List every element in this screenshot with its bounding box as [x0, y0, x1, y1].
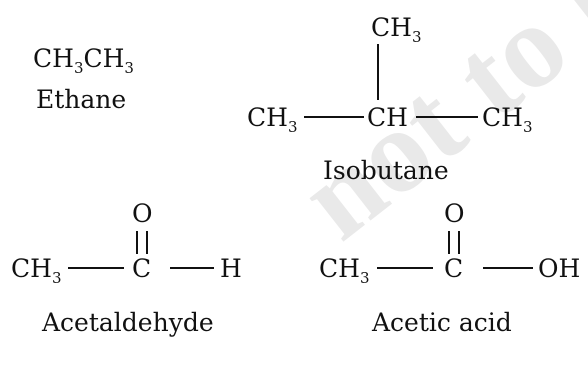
acetic-acid-methyl: CH3 [319, 254, 369, 287]
ethane-label: Ethane [36, 85, 126, 114]
acetic-acid-oxygen: O [444, 199, 465, 228]
watermark: not to be [275, 0, 588, 264]
isobutane-center-ch: CH [367, 103, 408, 132]
isobutane-structure: CH3 CH3 CH CH3 Isobutane [247, 13, 532, 185]
acetic-acid-label: Acetic acid [371, 308, 512, 337]
acetaldehyde-oxygen: O [132, 199, 153, 228]
acetaldehyde-hydrogen: H [220, 254, 242, 283]
acetaldehyde-methyl: CH3 [11, 254, 61, 287]
isobutane-right-methyl: CH3 [482, 103, 532, 136]
acetaldehyde-carbon: C [132, 254, 151, 283]
acetaldehyde-structure: O CH3 C H Acetaldehyde [11, 199, 242, 337]
ethane-ch-b: CH [83, 44, 124, 73]
isobutane-label: Isobutane [323, 156, 449, 185]
acetic-acid-carbon: C [444, 254, 463, 283]
ethane-sub-b: 3 [124, 59, 134, 77]
ethane-sub-a: 3 [74, 59, 84, 77]
ethane-structure: CH3CH3 Ethane [33, 44, 134, 114]
isobutane-left-methyl: CH3 [247, 103, 297, 136]
isobutane-top-methyl: CH3 [371, 13, 421, 46]
ethane-ch-a: CH [33, 44, 74, 73]
watermark-text: not to be [275, 0, 588, 264]
ethane-formula: CH3CH3 [33, 44, 134, 77]
acetic-acid-hydroxyl: OH [538, 254, 580, 283]
acetaldehyde-label: Acetaldehyde [41, 308, 214, 337]
acetic-acid-structure: O CH3 C OH Acetic acid [319, 199, 580, 337]
